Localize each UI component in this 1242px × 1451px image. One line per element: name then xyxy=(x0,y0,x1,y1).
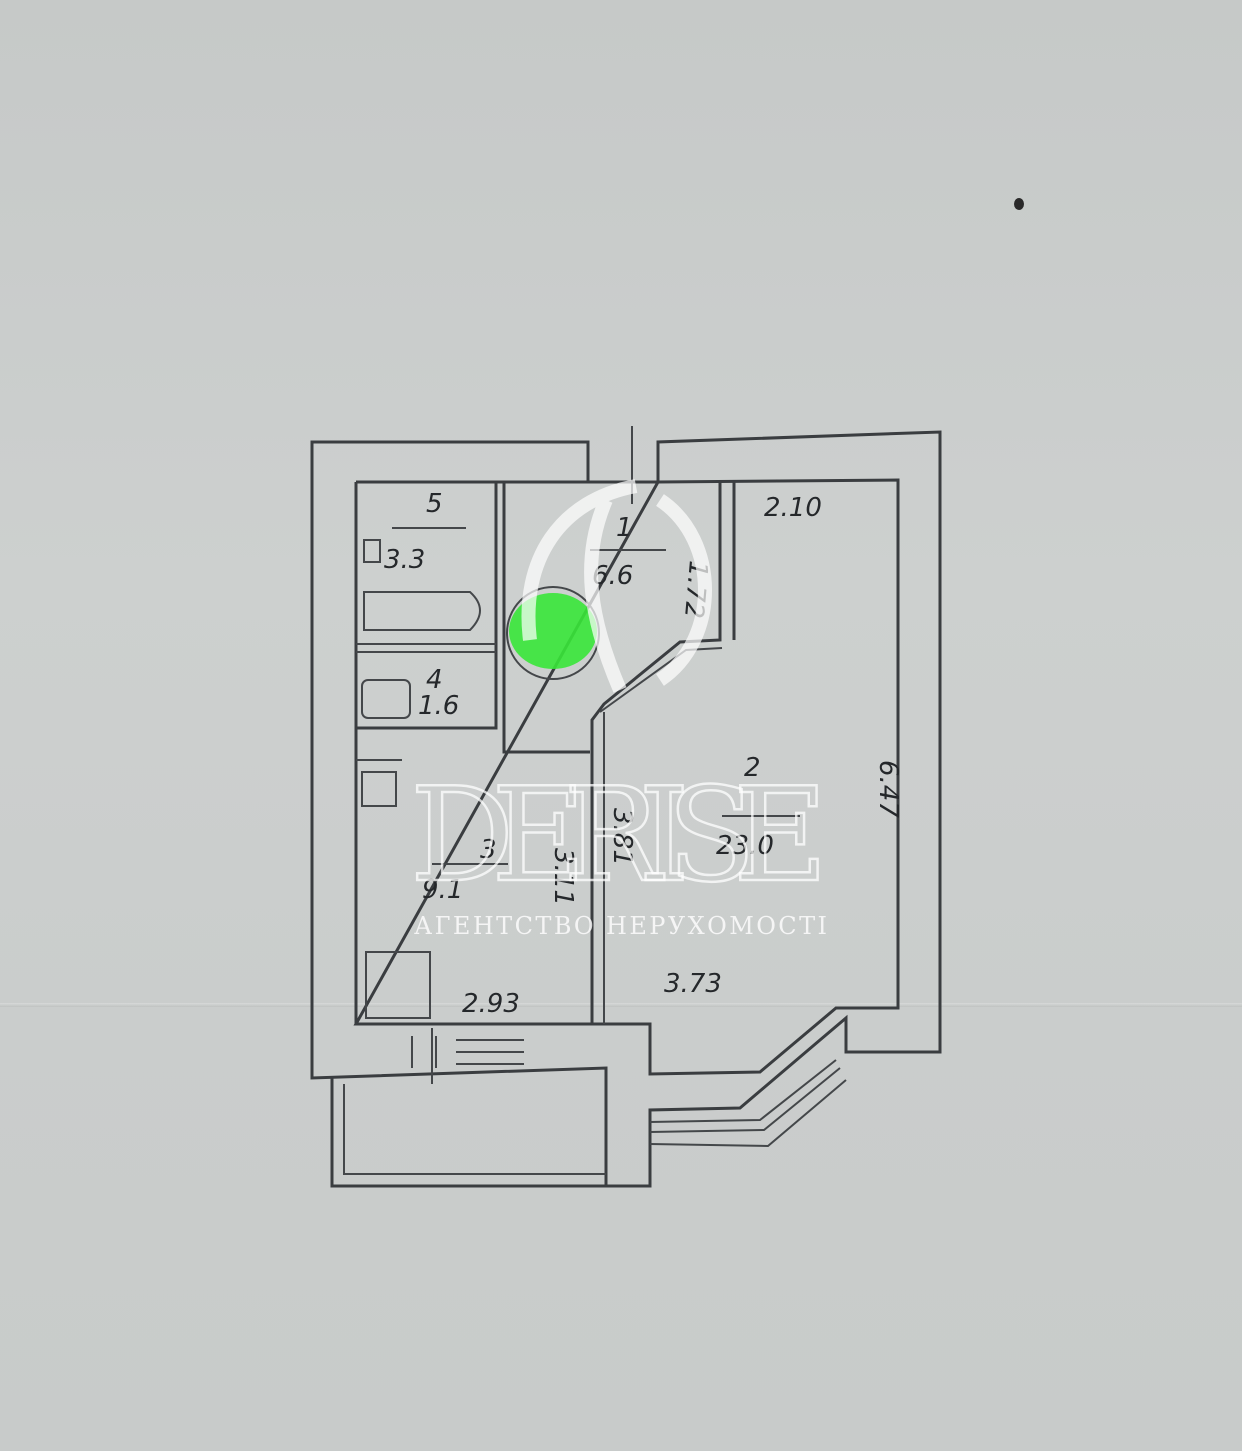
watermark-brand: DERISE xyxy=(410,759,830,911)
room-2-area: 23.0 xyxy=(716,831,774,861)
room-2-number: 2 xyxy=(744,753,761,783)
partitions xyxy=(356,482,736,1024)
dim-kitchen-side: 3.11 xyxy=(548,848,578,906)
dim-top-right: 2.10 xyxy=(764,493,822,523)
room-5-number: 5 xyxy=(426,489,443,519)
dim-kitchen-width: 2.93 xyxy=(462,989,520,1019)
ink-dot xyxy=(1014,198,1024,210)
derise-watermark: DERISE АГЕНТСТВО НЕРУХОМОСТІ xyxy=(409,479,830,940)
room-5-label: 5 3.3 xyxy=(384,489,466,575)
stove-icon xyxy=(365,951,431,1019)
room-1-number: 1 xyxy=(616,513,633,543)
sink-icon xyxy=(363,539,381,563)
paper-fold xyxy=(0,1003,1242,1007)
room-4-number: 4 xyxy=(426,665,443,695)
room-3-label: 3 9.1 xyxy=(422,835,508,905)
dim-room2-width: 3.73 xyxy=(664,969,722,999)
toilet-icon xyxy=(361,679,411,719)
dim-right-side: 6.47 xyxy=(873,760,903,818)
room-1-label: 1 6.6 xyxy=(590,513,666,591)
room-3-number: 3 xyxy=(480,835,497,865)
room-2-label: 2 23.0 xyxy=(716,753,800,861)
room-4-label: 4 1.6 xyxy=(418,665,459,721)
bathtub-icon xyxy=(363,591,481,631)
kitchen-sink-icon xyxy=(361,771,397,807)
watermark-subtitle: АГЕНТСТВО НЕРУХОМОСТІ xyxy=(414,912,828,940)
dim-partition: 3.81 xyxy=(607,808,637,866)
room-1-area: 6.6 xyxy=(592,561,633,591)
room-4-area: 1.6 xyxy=(418,691,459,721)
room-3-area: 9.1 xyxy=(422,875,463,905)
room-5-area: 3.3 xyxy=(384,545,425,575)
